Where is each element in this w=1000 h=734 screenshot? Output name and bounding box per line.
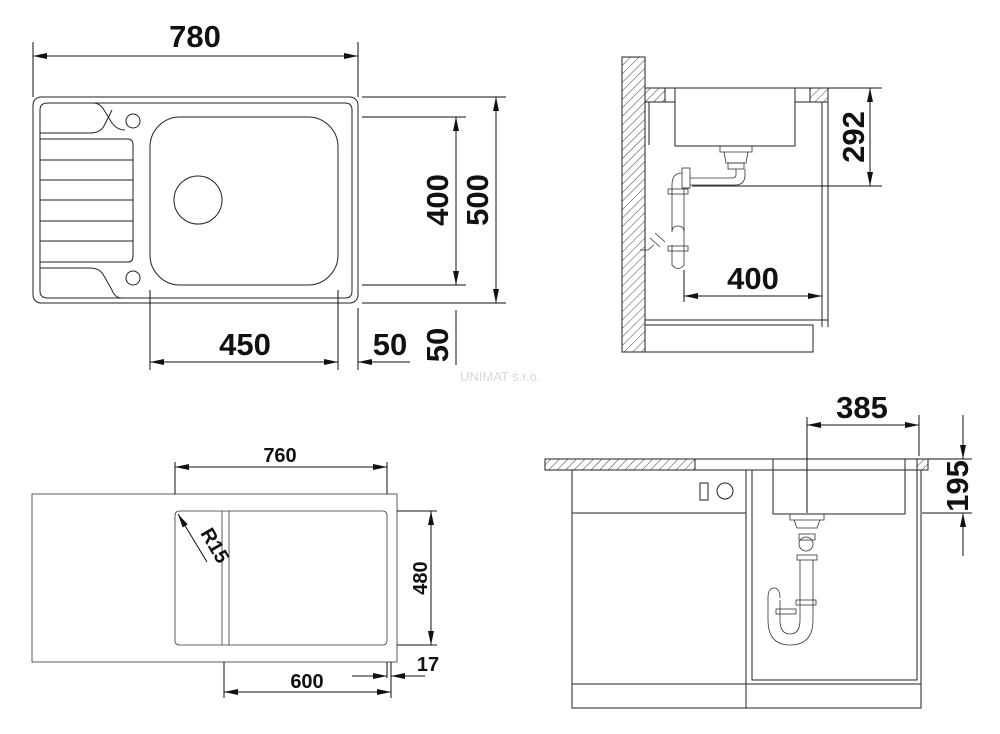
dim-50-bottom: 50 xyxy=(420,328,455,362)
dishwasher-cabinet xyxy=(571,469,747,709)
sink-inner-rim xyxy=(39,102,353,299)
dim-17: 17 xyxy=(417,654,439,676)
dim-400-drain-offset: 400 xyxy=(727,261,779,296)
dim-195: 195 xyxy=(940,460,975,512)
countertop-right-hatched xyxy=(916,458,929,471)
dim-385: 385 xyxy=(836,390,888,425)
countertop-left xyxy=(644,87,666,103)
control-button-icon xyxy=(699,482,709,501)
countertop-hatched xyxy=(544,458,696,471)
front-siphon xyxy=(767,514,825,646)
countertop-right xyxy=(809,87,829,103)
cutout-view: 760 R15 480 17 600 xyxy=(31,445,439,698)
drainer-ribs xyxy=(40,138,134,263)
dim-480: 480 xyxy=(410,561,432,594)
dim-500-total-height: 500 xyxy=(460,174,495,226)
siphon-pipe xyxy=(640,146,753,269)
plinth xyxy=(644,324,814,353)
drain-hole-icon xyxy=(173,175,223,225)
dim-r15: R15 xyxy=(196,525,233,568)
watermark: UNIMAT s.r.o. xyxy=(460,369,540,384)
sink-cabinet xyxy=(745,469,922,709)
dim-600: 600 xyxy=(290,671,323,693)
sink-top-view: 780 400 500 50 450 50 xyxy=(32,19,506,370)
overflow-hole-icon xyxy=(125,270,141,286)
sink-outline xyxy=(32,96,359,304)
drainer-top-curve xyxy=(40,109,113,134)
drainer-bottom-curve xyxy=(40,267,123,299)
cutout-outer xyxy=(31,493,398,663)
dim-400-bowl-height: 400 xyxy=(420,174,455,226)
dim-450: 450 xyxy=(219,327,271,362)
cutout-inner xyxy=(174,510,388,646)
tap-hole-icon xyxy=(125,113,141,129)
dim-50-side: 50 xyxy=(373,327,407,362)
dim-780: 780 xyxy=(169,19,221,54)
bowl-section xyxy=(674,87,796,147)
dim-292: 292 xyxy=(836,111,871,163)
bowl-outline xyxy=(149,116,339,286)
control-knob-icon xyxy=(716,482,734,500)
wall-hatched xyxy=(621,56,646,353)
bowl-front-section xyxy=(772,458,906,515)
side-section-view: 292 400 xyxy=(621,56,882,353)
front-section-view: 385 195 xyxy=(544,390,975,709)
dim-760: 760 xyxy=(263,445,296,467)
